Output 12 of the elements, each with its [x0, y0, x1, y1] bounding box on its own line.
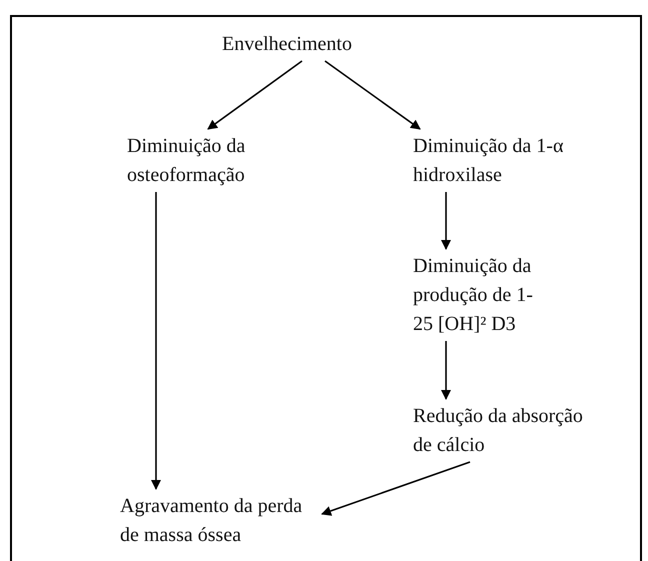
- step-text: Diminuição da produção de 1-25 [OH]² D3: [413, 252, 548, 339]
- arrow: [324, 60, 421, 130]
- arrow: [207, 60, 302, 130]
- step-text: Agravamento da perda de massa óssea: [120, 492, 320, 550]
- step-text: Diminuição da osteoformação: [127, 132, 292, 190]
- step-text: Envelhecimento: [222, 30, 352, 59]
- arrow: [151, 192, 161, 490]
- step-text: Diminuição da 1-α hidroxilase: [413, 132, 588, 190]
- arrow: [441, 192, 451, 250]
- arrow: [441, 341, 451, 400]
- arrow: [321, 461, 470, 516]
- step-text: Redução da absorção de cálcio: [413, 402, 585, 460]
